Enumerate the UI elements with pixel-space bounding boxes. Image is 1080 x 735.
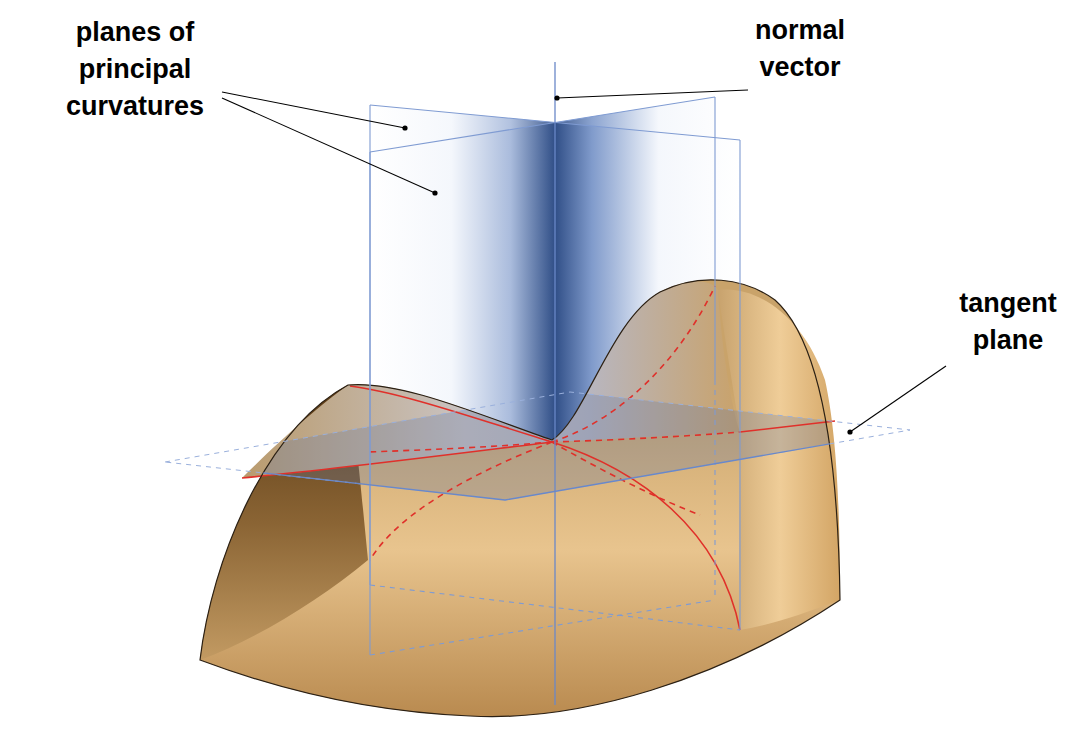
plane-edge [714,380,715,600]
leader-dot [847,429,852,434]
leader-line [850,366,946,432]
tangent-plane [165,392,910,500]
plane-edge [739,140,740,630]
leader-dot [432,190,437,195]
curvature-curve [368,442,552,452]
curvature-curve [242,442,552,478]
curvature-curve [552,442,740,630]
leader-dot [402,125,407,130]
tangent-plane-outline [165,392,910,500]
plane-edge [165,392,910,500]
callout-label: planes of principal curvatures [60,14,210,125]
leader-line [222,98,435,193]
normal-vector [554,62,555,705]
surface-outline [200,280,840,717]
plane-edge [165,430,910,500]
plane-edge [714,97,715,380]
leader-line [557,90,748,98]
curvature-curve [552,286,715,442]
callout-label: tangent plane [943,285,1073,359]
curvature-curve [370,442,552,560]
curvature-curve [740,421,835,432]
leader-dot [554,95,559,100]
curvature-curve [552,432,740,442]
plane-edge [370,600,715,655]
leader-lines [222,90,946,435]
saddle-surface [200,280,840,717]
callout-label: normal vector [735,12,865,86]
plane-edge [370,97,715,152]
surface-front [200,280,840,717]
plane-edge [369,152,370,655]
curvature-curve [350,386,552,442]
